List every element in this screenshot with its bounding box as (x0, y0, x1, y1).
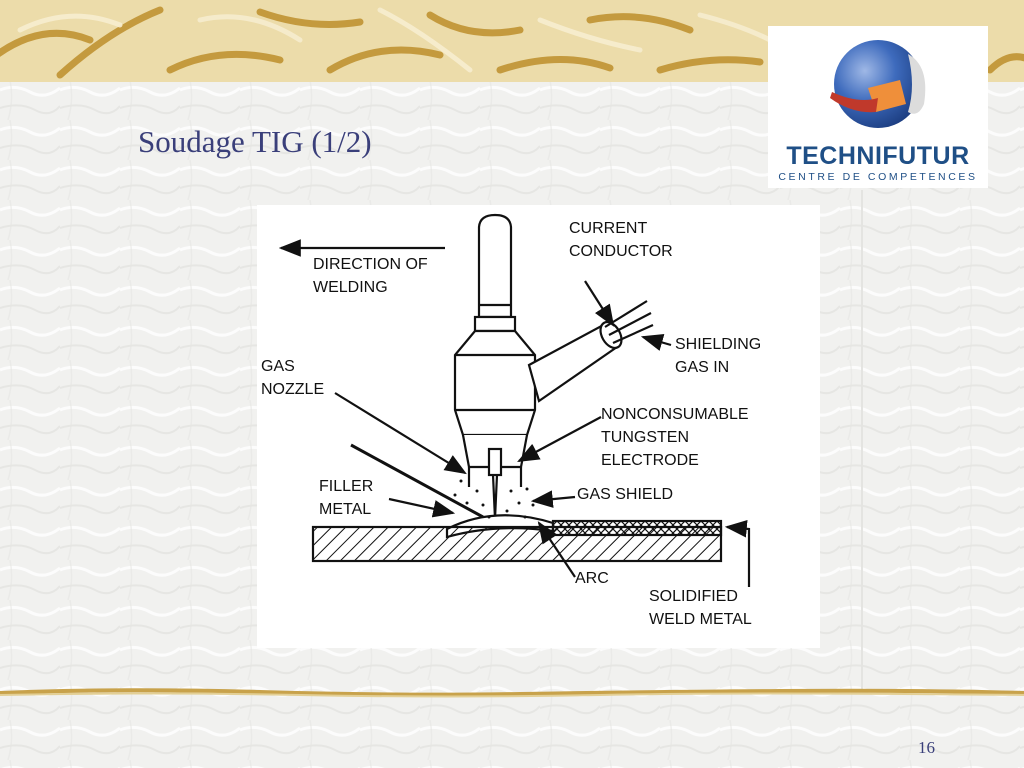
tig-welding-diagram: DIRECTION OF WELDING CURRENT CONDUCTOR S… (257, 205, 820, 648)
logo-tagline: CENTRE DE COMPETENCES (778, 171, 978, 183)
label-solidified-weld-metal: SOLIDIFIED WELD METAL (649, 588, 752, 628)
label-shielding-gas-in: SHIELDING GAS IN (675, 336, 762, 376)
label-gas-nozzle: GAS NOZZLE (261, 358, 325, 398)
label-gas-shield: GAS SHIELD (577, 486, 674, 503)
page-number: 16 (918, 738, 935, 757)
label-nonconsumable-tungsten-electrode: NONCONSUMABLE TUNGSTEN ELECTRODE (601, 406, 749, 469)
logo-globe-icon (830, 40, 926, 128)
label-filler-metal: FILLER METAL (319, 478, 374, 518)
logo-name: TECHNIFUTUR (786, 142, 970, 170)
tig-torch-drawing (278, 213, 751, 587)
slide-title: Soudage TIG (1/2) (138, 124, 372, 159)
label-arc: ARC (575, 570, 609, 587)
technifutur-logo: TECHNIFUTUR CENTRE DE COMPETENCES (768, 26, 988, 188)
bottom-decorative-line (0, 688, 1024, 698)
label-direction-of-welding: DIRECTION OF WELDING (313, 256, 428, 296)
label-current-conductor: CURRENT CONDUCTOR (569, 220, 673, 260)
